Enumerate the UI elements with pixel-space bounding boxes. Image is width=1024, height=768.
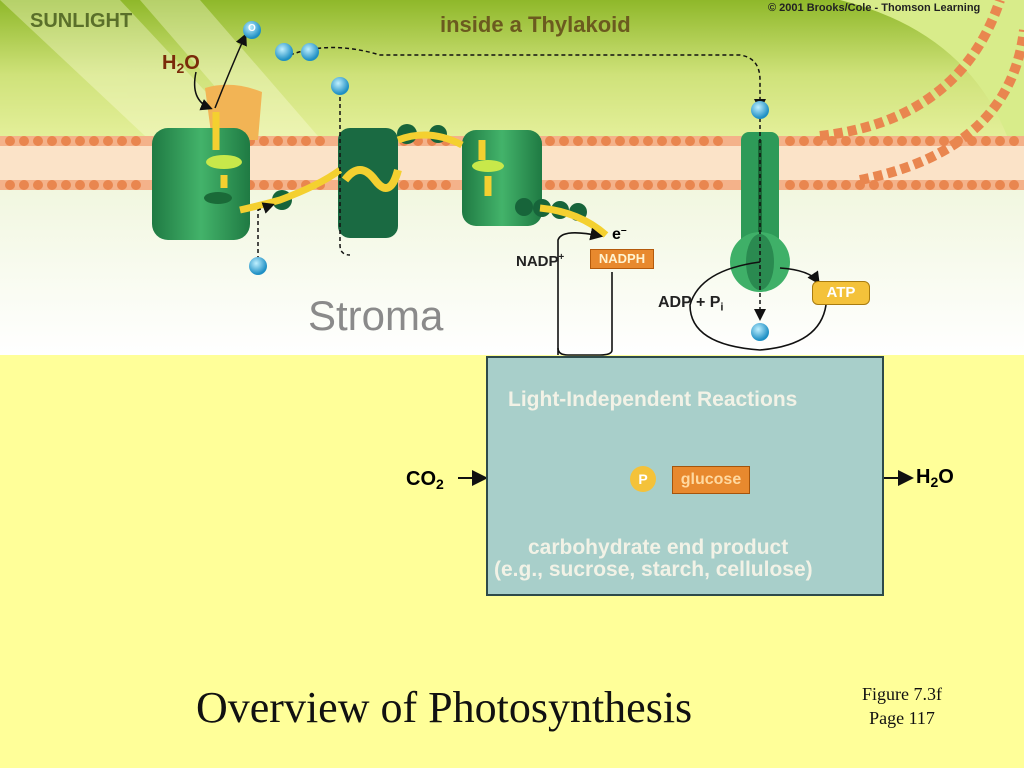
thylakoid-title: inside a Thylakoid [440, 12, 631, 37]
adp-label: ADP + Pi [658, 294, 724, 314]
atp-badge: ATP [812, 281, 870, 305]
reactions-title: Light-Independent Reactions [508, 388, 798, 411]
water-input-label: H2O [162, 52, 200, 77]
water-arrow [193, 71, 213, 111]
hydrogen-ion-icon [751, 101, 769, 119]
nadph-badge: NADPH [590, 249, 654, 269]
oxygen-arrow [214, 33, 247, 109]
oxygen-icon [243, 21, 261, 39]
proton-path [289, 46, 766, 111]
atp-cycle-lower [689, 261, 827, 351]
end-product-line-1: carbohydrate end product [528, 536, 789, 559]
page-number: Page 117 [869, 708, 935, 728]
hydrogen-ion-icon [331, 77, 349, 95]
sunlight-rays [0, 0, 330, 150]
nadph-return-line [557, 272, 613, 356]
hydrogen-ion-icon [275, 43, 293, 61]
copyright-notice: © 2001 Brooks/Cole - Thomson Learning [768, 2, 981, 14]
phosphate-badge: P [630, 466, 656, 492]
sunlight-label: SUNLIGHT [30, 10, 133, 32]
atp-cycle-upper [779, 267, 820, 285]
thylakoid-interior [0, 0, 1024, 150]
hydrogen-ions [243, 21, 769, 341]
water-output-label: H2O [916, 466, 954, 491]
figure-number: Figure 7.3f [862, 684, 942, 704]
stroma-label: Stroma [308, 292, 444, 339]
proton-path-3 [257, 202, 275, 260]
nadp-arrow [557, 227, 604, 355]
slide-title: Overview of Photosynthesis [196, 683, 693, 732]
cytochrome-complex [338, 128, 402, 238]
oxygen-label: O [248, 23, 256, 34]
figure-reference: Figure 7.3f Page 117 [862, 682, 942, 730]
proton-path-2 [339, 90, 351, 256]
hydrogen-ion-icon [249, 257, 267, 275]
nadp-label: NADP+ [516, 252, 565, 270]
end-product-line-2: (e.g., sucrose, starch, cellulose) [494, 558, 813, 581]
co2-label: CO2 [406, 468, 444, 493]
electron-label: e– [612, 225, 627, 244]
hydrogen-ion-icon [301, 43, 319, 61]
glucose-badge: glucose [672, 466, 750, 494]
hydrogen-ion-icon [751, 323, 769, 341]
